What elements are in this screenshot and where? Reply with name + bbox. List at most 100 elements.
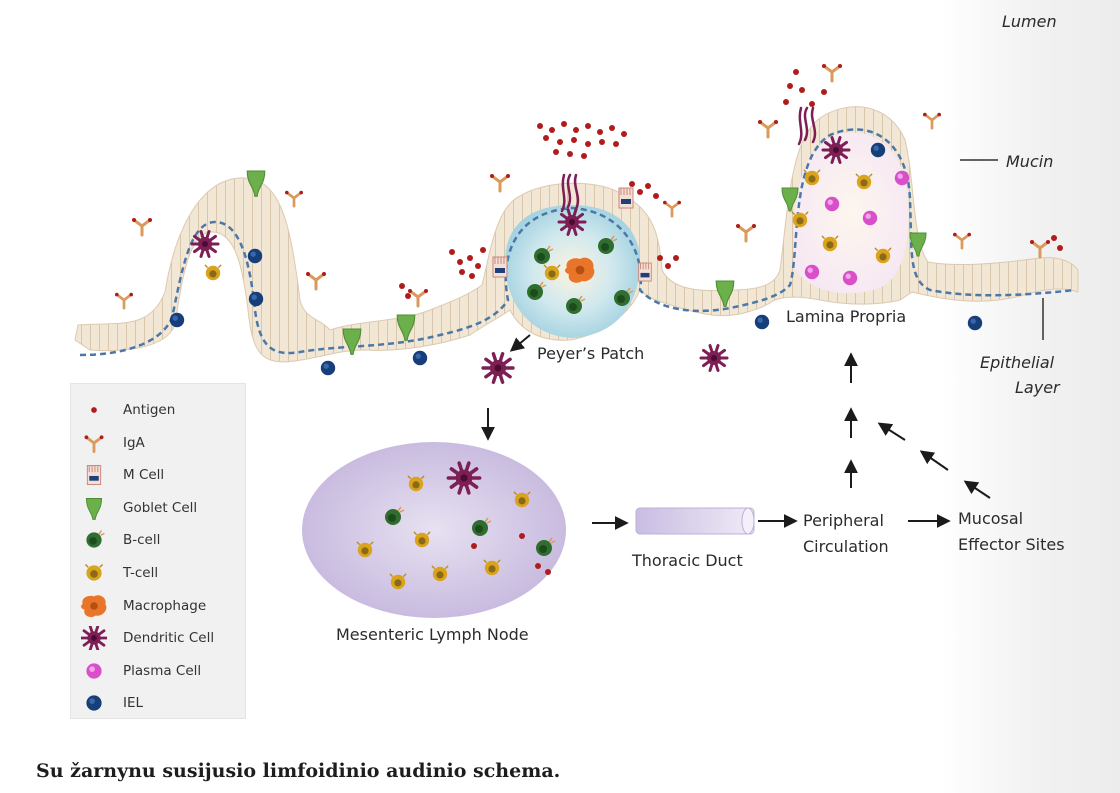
basement-membrane — [79, 128, 1076, 357]
antigen-icon — [657, 255, 663, 261]
antigen-icon — [459, 269, 465, 275]
legend-item-label: IgA — [123, 434, 145, 451]
legend-item: IEL — [71, 687, 247, 719]
iel-icon — [754, 314, 770, 330]
iga-icon — [822, 64, 842, 83]
iga-icon — [306, 272, 326, 291]
legend-item-label: M Cell — [123, 467, 165, 484]
t-cell-icon — [855, 173, 873, 190]
antigen-icon — [549, 127, 555, 133]
goblet-cell-icon — [85, 497, 103, 520]
mucosal-label-line2: Effector Sites — [958, 535, 1065, 554]
antigen-icon — [585, 123, 591, 129]
dendritic-cell-icon — [446, 461, 482, 495]
lamina-propria-label: Lamina Propria — [786, 307, 906, 326]
antigen-icon — [467, 255, 473, 261]
iga-icon — [663, 200, 681, 218]
arrow-pp-to-dc — [509, 334, 531, 352]
iga-icon — [408, 289, 428, 308]
dendritic-cell-icon — [81, 626, 107, 651]
b-cell-icon — [86, 530, 105, 548]
antigen-icon — [571, 137, 577, 143]
goblet-cell-icon — [246, 170, 266, 197]
t-cell-icon — [431, 565, 449, 582]
antigen-icon — [399, 283, 405, 289]
iel-icon — [967, 315, 983, 331]
antigen-icon — [645, 183, 651, 189]
legend-item: IgA — [71, 427, 247, 459]
b-cell-icon — [534, 245, 554, 264]
m-cell-process-icon — [560, 173, 580, 213]
plasma-cell-icon — [804, 264, 820, 280]
dendritic-cell-icon — [481, 352, 515, 384]
iel-icon — [412, 350, 428, 366]
antigen-icon — [637, 189, 643, 195]
dendritic-cell-icon — [190, 230, 220, 258]
arrow-diag-3 — [877, 422, 906, 441]
antigen-icon — [787, 83, 793, 89]
mucosal-label-line1: Mucosal — [958, 509, 1023, 528]
antigen-icon — [621, 131, 627, 137]
macrophage-icon — [564, 257, 595, 283]
t-cell-icon — [874, 247, 892, 264]
antigen-icon — [545, 569, 551, 575]
m-cell-icon — [618, 187, 634, 209]
antigen-icon — [543, 135, 549, 141]
t-cell-icon — [389, 573, 407, 590]
mesenteric-lymph-node — [302, 442, 566, 618]
antigen-icon — [535, 563, 541, 569]
peyers-patch-label: Peyer’s Patch — [537, 344, 644, 363]
antigen-icon — [1051, 235, 1057, 241]
legend-item: T-cell — [71, 557, 247, 589]
iga-icon — [1030, 240, 1050, 259]
thoracic-duct — [635, 507, 755, 535]
antigen-icon — [567, 151, 573, 157]
lymph-node-label: Mesenteric Lymph Node — [336, 625, 529, 644]
b-cell-icon — [566, 295, 586, 314]
antigen-icon — [585, 141, 591, 147]
antigen-icon — [599, 139, 605, 145]
iga-icon — [953, 232, 971, 250]
m-cell-icon — [86, 465, 102, 486]
t-cell-icon — [821, 235, 839, 252]
t-cell-icon — [483, 559, 501, 576]
goblet-cell-icon — [781, 187, 799, 212]
iel-icon — [320, 360, 336, 376]
mucin-label: Mucin — [1006, 152, 1053, 171]
plasma-cell-icon — [894, 170, 910, 186]
antigen-icon — [471, 543, 477, 549]
antigen-icon — [609, 125, 615, 131]
antigen-icon — [457, 259, 463, 265]
iga-icon — [285, 190, 303, 208]
plasma-cell-icon — [842, 270, 858, 286]
legend-item-label: IEL — [123, 695, 144, 712]
t-cell-icon — [791, 211, 809, 228]
t-cell-icon — [204, 264, 222, 281]
dendritic-cell-icon — [699, 344, 729, 372]
legend-item-label: Plasma Cell — [123, 662, 202, 679]
antigen-icon — [793, 69, 799, 75]
goblet-cell-icon — [342, 328, 362, 355]
t-cell-icon — [84, 563, 104, 581]
b-cell-icon — [536, 537, 556, 556]
antigen-icon — [449, 249, 455, 255]
peripheral-label-line2: Circulation — [803, 537, 889, 556]
b-cell-icon — [614, 287, 634, 306]
epithelial-label-line2: Layer — [1015, 378, 1061, 397]
antigen-icon — [561, 121, 567, 127]
antigen-icon — [653, 193, 659, 199]
legend-item-label: Goblet Cell — [123, 499, 198, 516]
legend-item-label: B-cell — [123, 532, 161, 549]
lumen-label: Lumen — [1002, 12, 1057, 31]
peripheral-label-line1: Peripheral — [803, 511, 884, 530]
iel-icon — [248, 291, 264, 307]
plasma-cell-icon — [86, 663, 102, 679]
b-cell-icon — [472, 517, 492, 536]
antigen-icon — [480, 247, 486, 253]
legend-item: Plasma Cell — [71, 655, 247, 687]
antigen-icon — [557, 139, 563, 145]
legend-item: Goblet Cell — [71, 492, 247, 524]
antigen-icon — [573, 127, 579, 133]
